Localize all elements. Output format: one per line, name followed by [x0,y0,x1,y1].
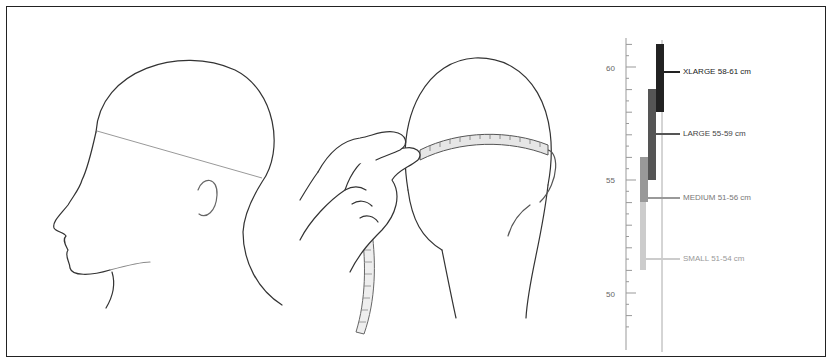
ruler-tick [626,78,629,79]
ruler-tick [626,225,632,226]
ruler-tick [626,326,629,327]
ruler-line [626,38,627,350]
hair-line [508,205,530,236]
ruler-tick [626,236,629,237]
scale-number: 55 [606,176,615,186]
neck-front [106,272,114,308]
ruler-tick [626,180,636,181]
scale-number: 60 [606,64,615,74]
ear [540,150,556,202]
ruler-tick [626,55,629,56]
back-head [405,58,555,318]
ruler-tick [626,134,632,135]
size-bars [640,44,680,270]
tape-band [420,134,548,160]
ruler-tick [626,315,632,316]
frame [7,7,826,357]
ruler-tick [626,44,632,45]
xlarge-bar [656,44,664,112]
ruler-tick [626,304,629,305]
hands [300,132,420,272]
medium-bar [640,157,648,202]
neck [442,250,456,318]
leader-line [646,258,680,260]
ruler-tick [626,247,632,248]
jaw-line [110,262,150,270]
ruler-tick [626,112,632,113]
ruler-tick [626,100,629,101]
head-outline [405,58,551,190]
ruler-tick [626,157,632,158]
ruler-tick [626,123,629,124]
ruler-tick [626,281,629,282]
measure-line [97,131,262,178]
tape-ticks [430,134,540,151]
leader-line [648,197,680,199]
fingers [345,187,378,222]
ruler-tick [626,89,632,90]
ruler-tick [626,67,636,68]
tape-ticks [359,250,372,322]
leader-line [656,133,680,135]
size-label: SMALL 51-54 cm [683,254,745,264]
ruler-tick [626,202,632,203]
small-bar [640,202,646,270]
face-outline [408,190,442,250]
size-label: XLARGE 58-61 cm [683,67,751,77]
ruler-tick [626,213,629,214]
hand [300,148,420,272]
profile-head [54,60,282,308]
head-outline [96,60,282,305]
ruler-tick [626,270,632,271]
size-label: MEDIUM 51-56 cm [683,193,751,203]
hand [318,132,406,172]
face-outline [54,132,110,274]
wrist [300,172,318,200]
scale-number: 50 [606,290,615,300]
ruler-tick [626,259,629,260]
ear [198,180,217,215]
ruler-tick [626,168,629,169]
leader-line [664,71,680,73]
ruler-tick [626,146,629,147]
ruler-tick [626,191,629,192]
size-label: LARGE 55-59 cm [683,129,746,139]
large-bar [648,89,656,180]
ruler-tick [626,293,636,294]
